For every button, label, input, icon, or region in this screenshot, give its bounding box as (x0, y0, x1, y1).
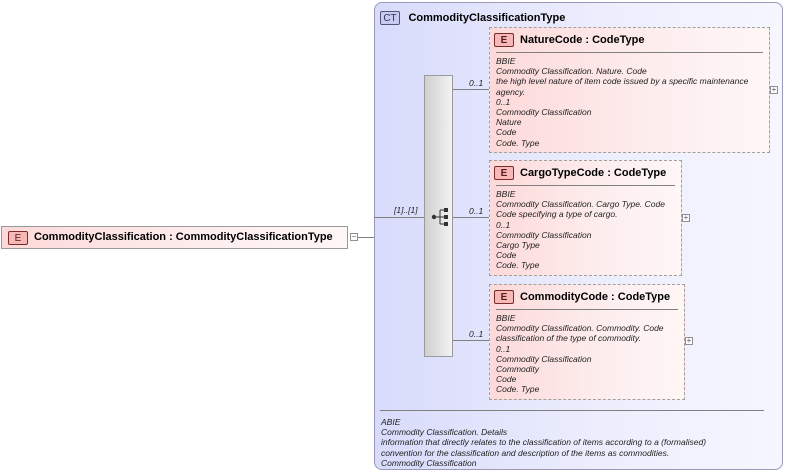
annotation-line: Code. Type (496, 384, 540, 395)
annotation-line: 0..1 (496, 219, 511, 230)
element-name: CargoTypeCode : CodeType (520, 166, 667, 179)
annotation-line: Commodity (496, 364, 539, 375)
annotation-line: information that directly relates to the… (381, 437, 707, 448)
annotation-line: Code (496, 374, 517, 385)
complex-type-badge: CT (380, 10, 400, 25)
annotation-line: Code. Type (496, 137, 540, 148)
annotation-line: Code. Type (496, 260, 540, 271)
element-cargo-type-code[interactable]: E CargoTypeCode : CodeType BBIE Commodity… (489, 160, 682, 276)
connector (358, 237, 374, 238)
annotation-line: Commodity Classification (496, 353, 592, 364)
footer-rule (380, 410, 764, 411)
root-element[interactable]: E CommodityClassification : CommodityCla… (1, 226, 348, 249)
annotation-line: the high level nature of item code issue… (496, 76, 749, 87)
element-annotation: BBIE Commodity Classification. Cargo Typ… (496, 189, 665, 271)
annotation-line: Commodity Classification. Commodity. Cod… (496, 323, 664, 334)
annotation-line: BBIE (496, 56, 516, 66)
annotation-line: convention for the classification and de… (381, 447, 670, 458)
element-annotation: BBIE Commodity Classification. Commodity… (496, 313, 664, 395)
element-cardinality: 0..1 (469, 78, 484, 88)
connector (453, 340, 489, 341)
annotation-line: Code specifying a type of cargo. (496, 209, 618, 220)
collapse-toggle[interactable]: − (350, 232, 358, 241)
annotation-line: ABIE (381, 417, 401, 427)
annotation-line: Commodity Classification (381, 457, 477, 468)
element-header: E CommodityCode : CodeType (494, 290, 670, 304)
annotation-line: 0..1 (496, 96, 511, 107)
element-cardinality: 0..1 (469, 329, 484, 339)
complex-type-name: CommodityClassificationType (408, 11, 566, 24)
element-badge: E (494, 33, 514, 47)
annotation-line: Commodity Classification (496, 107, 592, 118)
expand-toggle[interactable]: + (770, 85, 778, 94)
element-badge: E (494, 290, 514, 304)
annotation-line: Commodity Classification. Nature. Code (496, 66, 647, 77)
element-cardinality: 0..1 (469, 206, 484, 216)
annotation-line: Code (496, 250, 517, 261)
element-annotation: BBIE Commodity Classification. Nature. C… (496, 56, 748, 148)
element-name: NatureCode : CodeType (520, 33, 645, 46)
root-element-label: CommodityClassification : CommodityClass… (34, 231, 333, 243)
divider (496, 185, 675, 186)
element-header: E NatureCode : CodeType (494, 33, 644, 47)
annotation-line: classification of the type of commodity. (496, 333, 641, 344)
complex-type-header: CT CommodityClassificationType (380, 9, 565, 27)
element-name: CommodityCode : CodeType (520, 290, 671, 303)
sequence-icon (431, 208, 448, 226)
annotation-line: 0..1 (496, 343, 511, 354)
divider (496, 309, 678, 310)
sequence-cardinality: [1]..[1] (394, 205, 418, 215)
element-commodity-code[interactable]: E CommodityCode : CodeType BBIE Commodity… (489, 284, 685, 400)
element-header: E CargoTypeCode : CodeType (494, 166, 666, 180)
annotation-line: BBIE (496, 313, 516, 323)
expand-toggle[interactable]: + (685, 336, 693, 345)
expand-toggle[interactable]: + (682, 213, 690, 222)
annotation-line: Cargo Type (496, 240, 540, 251)
element-badge: E (8, 231, 28, 245)
annotation-line: Commodity Classification. Details (381, 427, 508, 438)
annotation-line: Code (496, 127, 517, 138)
complex-type-annotation: ABIE Commodity Classification. Details i… (381, 417, 706, 468)
connector (374, 217, 424, 218)
element-badge: E (494, 166, 514, 180)
sequence-compositor[interactable] (424, 75, 453, 357)
element-nature-code[interactable]: E NatureCode : CodeType BBIE Commodity Cl… (489, 27, 770, 153)
annotation-line: BBIE (496, 189, 516, 199)
divider (496, 52, 763, 53)
annotation-line: agency. (496, 86, 526, 97)
annotation-line: Nature (496, 117, 522, 128)
annotation-line: Commodity Classification. Cargo Type. Co… (496, 199, 665, 210)
annotation-line: Commodity Classification (496, 229, 592, 240)
connector (453, 89, 489, 90)
connector (453, 217, 489, 218)
